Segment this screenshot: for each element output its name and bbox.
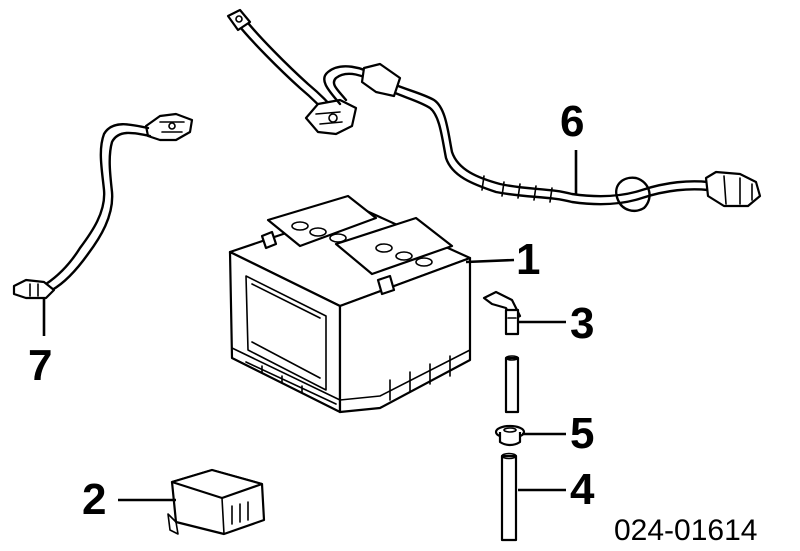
callout-5: 5	[570, 409, 594, 458]
callout-1: 1	[516, 235, 540, 284]
vent-elbow	[482, 290, 566, 336]
callout-2: 2	[82, 475, 106, 524]
vent-tube-upper	[504, 355, 520, 414]
negative-cable	[12, 112, 194, 336]
grommet	[494, 424, 566, 447]
junction-block	[118, 468, 266, 536]
callout-7: 7	[28, 341, 52, 390]
battery	[228, 194, 515, 414]
callout-4: 4	[570, 465, 595, 514]
positive-cable	[226, 8, 762, 212]
drawing-number: 024-01614	[614, 514, 757, 547]
callout-3: 3	[570, 299, 594, 348]
vent-tube-lower	[500, 452, 566, 542]
callout-6: 6	[560, 97, 584, 146]
